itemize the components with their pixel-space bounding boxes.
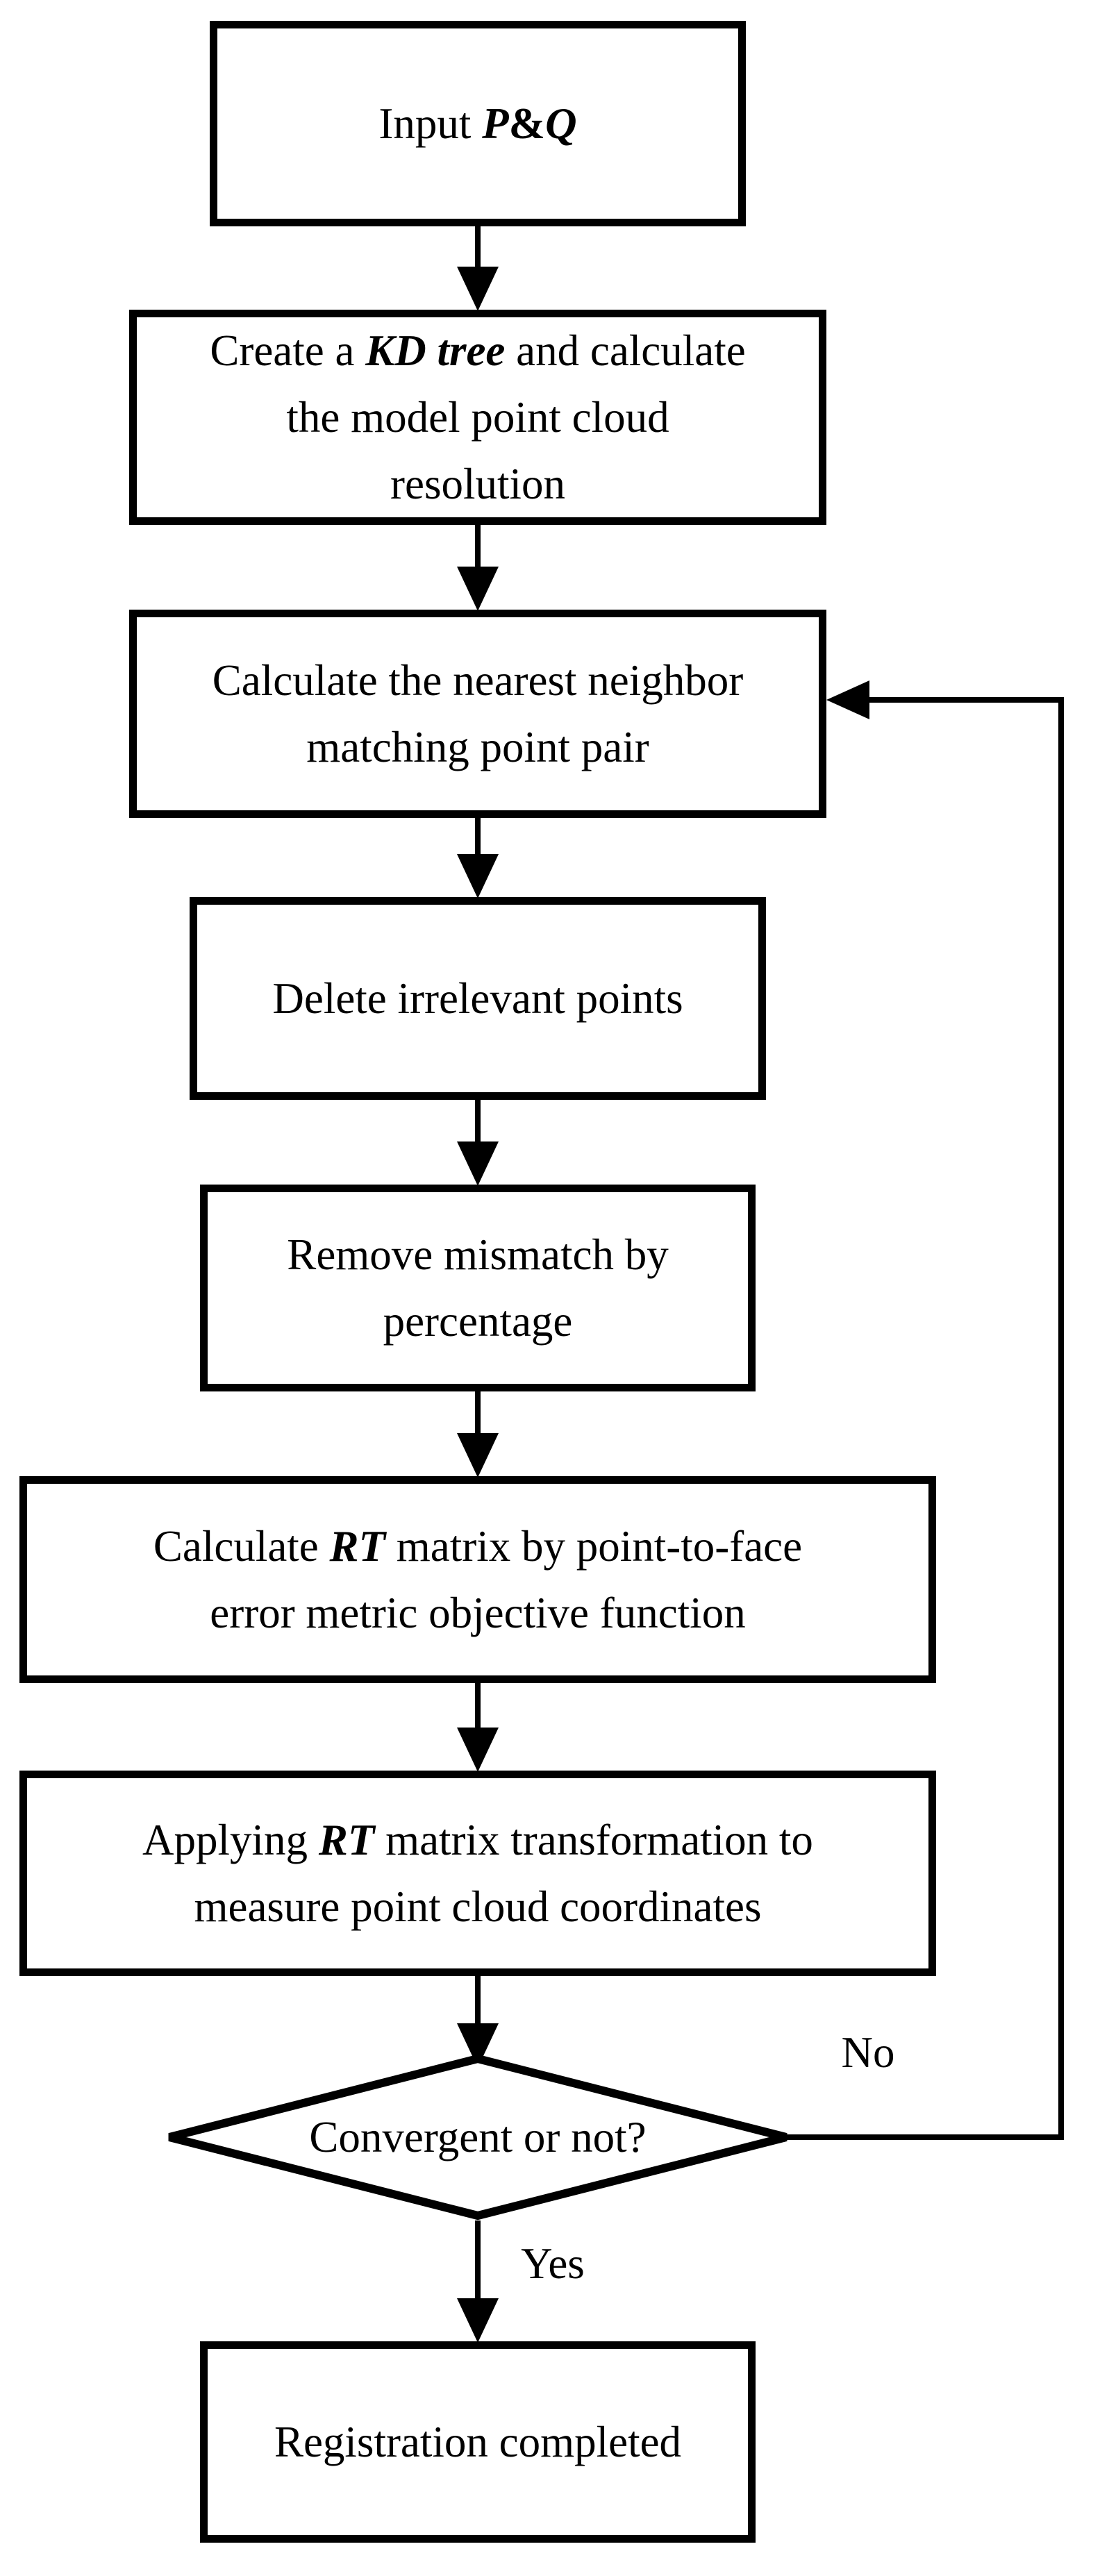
node-remove-mismatch: Remove mismatch by percentage bbox=[200, 1185, 756, 1391]
node-label-line: Registration completed bbox=[274, 2418, 682, 2466]
flow-line bbox=[475, 2220, 481, 2302]
arrow-down-icon bbox=[457, 567, 499, 611]
flow-line bbox=[475, 1391, 481, 1437]
node-label-line: percentage bbox=[383, 1297, 573, 1346]
node-create-kdtree: Create a KD tree and calculate the model… bbox=[129, 310, 826, 525]
flow-line bbox=[475, 1976, 481, 2026]
label-segment-var-p: P bbox=[482, 99, 509, 148]
label-segment-var-q: Q bbox=[545, 99, 577, 148]
no-branch-line-return bbox=[865, 697, 1064, 703]
label-segment-var-rt: RT bbox=[318, 1816, 375, 1864]
label-segment: Applying bbox=[142, 1816, 319, 1864]
node-label-line: resolution bbox=[390, 460, 565, 508]
arrow-down-icon bbox=[457, 2298, 499, 2343]
node-calculate-rt: Calculate RT matrix by point-to-face err… bbox=[19, 1476, 936, 1683]
edge-label-no: No bbox=[841, 2028, 895, 2077]
label-segment-var-rt: RT bbox=[329, 1522, 386, 1571]
node-label-line: error metric objective function bbox=[210, 1589, 746, 1637]
label-segment: Create a bbox=[210, 326, 366, 375]
no-branch-line-horizontal bbox=[783, 2134, 1064, 2140]
flow-line bbox=[475, 1100, 481, 1144]
node-label-line: Calculate the nearest neighbor bbox=[212, 656, 744, 705]
label-segment-var-kdtree: KD tree bbox=[365, 326, 506, 375]
label-segment: matrix transformation to bbox=[374, 1816, 813, 1864]
node-registration-completed: Registration completed bbox=[200, 2341, 756, 2543]
label-segment-amp: & bbox=[508, 99, 546, 148]
flow-line bbox=[475, 1683, 481, 1730]
node-label-line: Convergent or not? bbox=[309, 2113, 647, 2161]
arrow-down-icon bbox=[457, 1433, 499, 1478]
label-segment: Calculate bbox=[153, 1522, 330, 1571]
arrow-left-icon bbox=[826, 680, 869, 719]
arrow-down-icon bbox=[457, 267, 499, 311]
node-label-line: Applying RT matrix transformation to bbox=[142, 1807, 813, 1873]
edge-label-yes: Yes bbox=[521, 2239, 585, 2288]
node-label-line: the model point cloud bbox=[286, 393, 669, 442]
label-segment: Input bbox=[378, 99, 483, 148]
node-decision: Convergent or not? bbox=[165, 2054, 790, 2220]
node-label-line: measure point cloud coordinates bbox=[194, 1882, 762, 1931]
node-label-line: matching point pair bbox=[306, 723, 649, 771]
node-label-line: Create a KD tree and calculate bbox=[210, 317, 745, 384]
node-label-line: Input P&Q bbox=[378, 90, 576, 157]
arrow-down-icon bbox=[457, 1141, 499, 1186]
node-label-line: Remove mismatch by bbox=[287, 1230, 669, 1279]
arrow-down-icon bbox=[457, 854, 499, 898]
label-segment: and calculate bbox=[505, 326, 746, 375]
flow-line bbox=[475, 226, 481, 269]
node-apply-rt: Applying RT matrix transformation to mea… bbox=[19, 1771, 936, 1976]
node-label-line: Calculate RT matrix by point-to-face bbox=[153, 1513, 802, 1580]
node-nearest-neighbor: Calculate the nearest neighbor matching … bbox=[129, 610, 826, 818]
node-input: Input P&Q bbox=[210, 21, 746, 226]
flow-line bbox=[475, 525, 481, 569]
arrow-down-icon bbox=[457, 1728, 499, 1772]
no-branch-line-vertical bbox=[1058, 697, 1064, 2140]
flow-line bbox=[475, 818, 481, 858]
label-segment: matrix by point-to-face bbox=[385, 1522, 803, 1571]
node-label-line: Delete irrelevant points bbox=[272, 974, 683, 1023]
node-delete-points: Delete irrelevant points bbox=[190, 897, 766, 1100]
